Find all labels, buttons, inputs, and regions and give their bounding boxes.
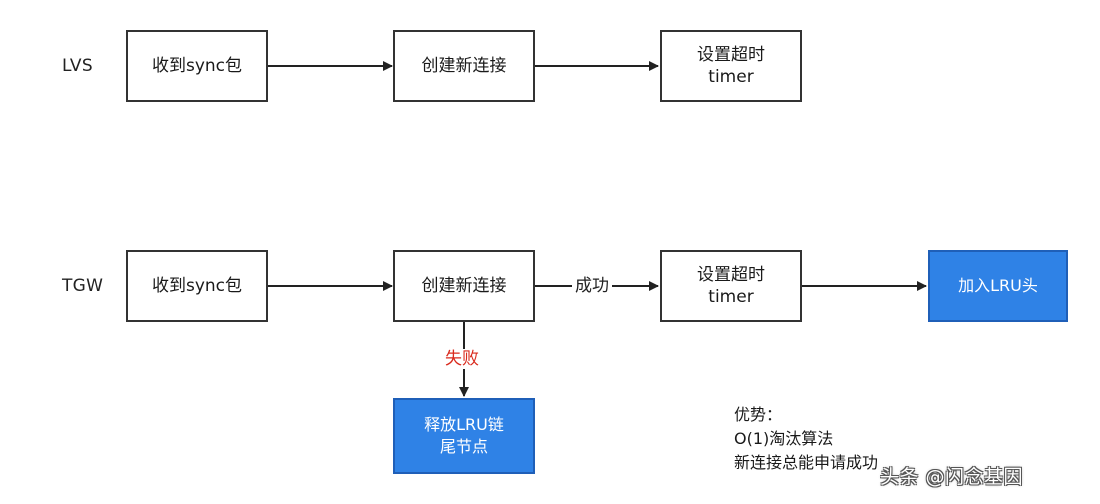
tgw-create-connection-label: 创建新连接 — [421, 276, 507, 296]
tgw-timer-label: timer — [708, 287, 754, 307]
tgw-create-connection-box: 创建新连接 — [393, 250, 535, 322]
advantages-line-2: 新连接总能申请成功 — [734, 453, 879, 472]
tgw-row-label: TGW — [62, 276, 104, 296]
tgw-receive-sync-box: 收到sync包 — [126, 250, 268, 322]
tgw-set-timer-box: 设置超时 timer — [660, 250, 802, 322]
tgw-receive-sync-label: 收到sync包 — [151, 276, 243, 296]
lvs-set-timer-label: 设置超时 — [697, 45, 765, 65]
lvs-timer-label: timer — [708, 67, 754, 87]
fail-edge-label: 失败 — [442, 349, 482, 369]
release-lru-tail-label-line1: 释放LRU链 — [424, 415, 504, 434]
advantages-title: 优势： — [734, 405, 783, 424]
add-lru-head-box: 加入LRU头 — [928, 250, 1068, 322]
success-edge-label: 成功 — [572, 276, 612, 296]
release-lru-tail-label-line2: 尾节点 — [439, 437, 488, 456]
lvs-create-connection-box: 创建新连接 — [393, 30, 535, 102]
release-lru-tail-box: 释放LRU链 尾节点 — [393, 398, 535, 474]
lvs-row-label: LVS — [62, 56, 93, 76]
tgw-set-timer-label: 设置超时 — [697, 265, 765, 285]
lvs-receive-sync-box: 收到sync包 — [126, 30, 268, 102]
lvs-create-connection-label: 创建新连接 — [421, 56, 507, 76]
advantages-note: 优势： O(1)淘汰算法 新连接总能申请成功 — [734, 403, 878, 475]
lvs-receive-sync-label: 收到sync包 — [151, 56, 243, 76]
lvs-set-timer-box: 设置超时 timer — [660, 30, 802, 102]
advantages-line-1: O(1)淘汰算法 — [734, 429, 834, 448]
add-lru-head-label: 加入LRU头 — [958, 276, 1038, 295]
watermark-text: 头条 @闪念基因 — [880, 466, 1024, 488]
